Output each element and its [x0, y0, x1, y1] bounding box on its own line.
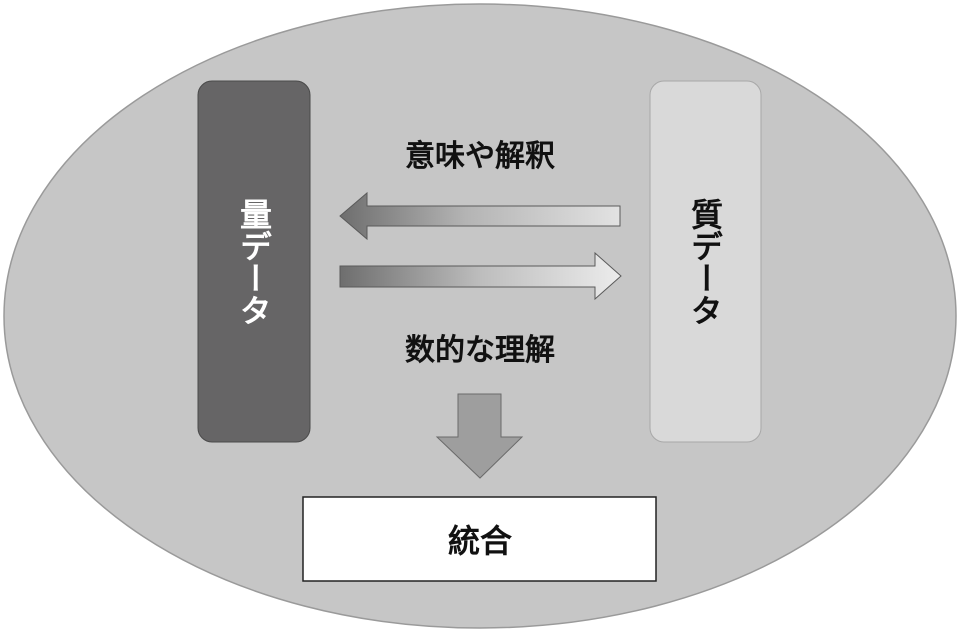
qualitative-data-label: 質データ	[686, 198, 724, 326]
qualitative-data-box	[649, 80, 762, 443]
integration-label: 統合	[448, 522, 512, 560]
right-arrow-label: 数的な理解	[405, 333, 555, 368]
left-arrow	[339, 191, 621, 241]
quantitative-data-box	[197, 80, 311, 443]
left-arrow-label: 意味や解釈	[405, 139, 555, 174]
right-arrow	[339, 251, 622, 301]
integration-box	[302, 496, 657, 582]
down-arrow	[435, 393, 524, 479]
quantitative-data-label: 量データ	[235, 198, 273, 326]
